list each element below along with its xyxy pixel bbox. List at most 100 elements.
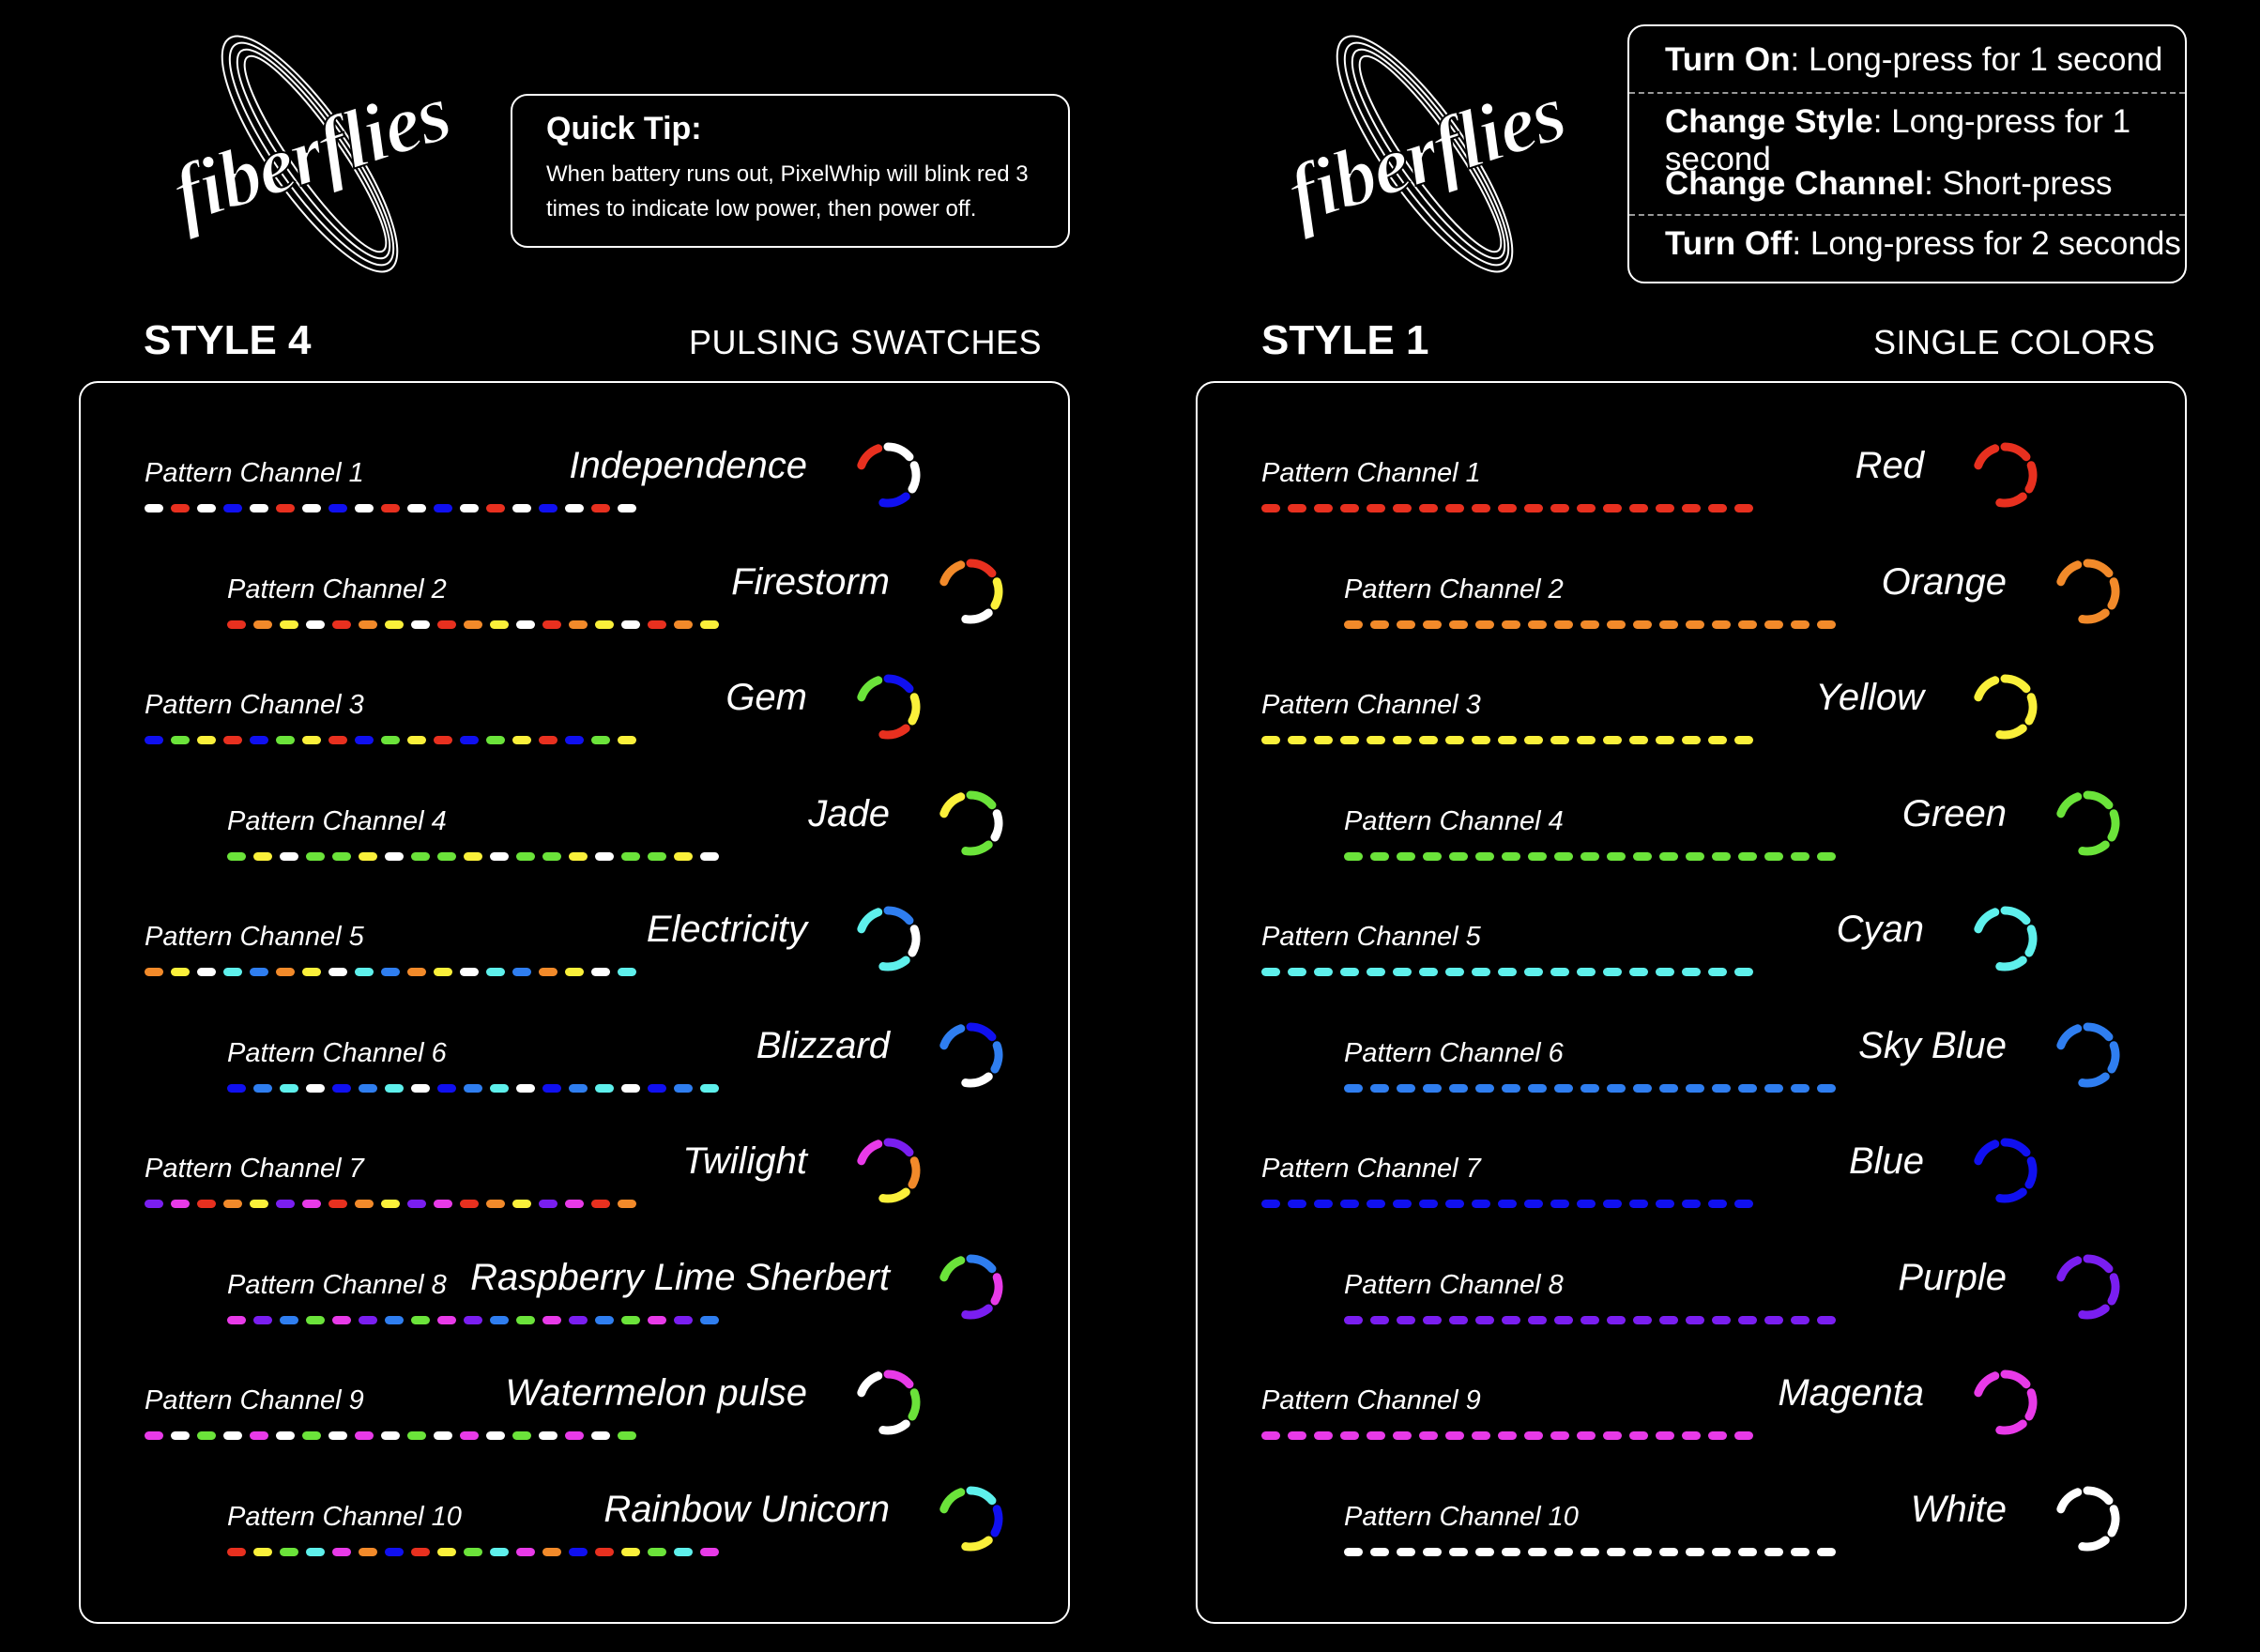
led-dash (1475, 1315, 1494, 1324)
led-dash (490, 620, 509, 629)
led-dash (280, 1547, 298, 1556)
led-strip-graphic (1261, 442, 2038, 512)
led-dash (223, 504, 242, 512)
channel-pattern-name: Purple (1898, 1256, 2007, 1298)
led-dash (1261, 968, 1280, 976)
led-dash (385, 1083, 404, 1093)
led-loop-dash (2107, 1040, 2120, 1073)
led-dash (1629, 736, 1648, 744)
control-turn-off: Turn Off: Long-press for 2 seconds (1665, 225, 2181, 263)
led-loop-dash (2000, 906, 2031, 925)
channel-pattern-name: Magenta (1778, 1372, 1924, 1414)
led-dash (539, 1431, 557, 1440)
led-dash (1708, 1431, 1727, 1440)
led-dash (674, 851, 693, 861)
led-dash (700, 1083, 719, 1093)
led-dash (1603, 1431, 1622, 1440)
led-dash (332, 1315, 351, 1324)
led-dash (223, 1431, 242, 1440)
led-dash (591, 1431, 610, 1440)
led-dash (145, 1200, 163, 1208)
led-dash (1472, 504, 1490, 512)
led-dash (355, 968, 374, 976)
led-dash (674, 620, 693, 629)
led-dash (1659, 1547, 1678, 1556)
led-loop-dash (2078, 1071, 2110, 1087)
led-dash (1712, 851, 1731, 861)
led-dash (595, 851, 614, 861)
led-dash (227, 851, 246, 861)
led-dash (1554, 1315, 1573, 1324)
led-dash (1524, 1431, 1543, 1440)
led-dash (542, 851, 561, 861)
led-dash (253, 1315, 272, 1324)
led-strip-graphic (145, 442, 921, 512)
led-dash (1686, 620, 1704, 629)
led-dash (1397, 1083, 1415, 1093)
led-dash (306, 620, 325, 629)
led-loop-dash (2024, 1388, 2038, 1421)
led-dash (253, 620, 272, 629)
led-dash (1445, 504, 1464, 512)
led-dash (197, 736, 216, 744)
led-loop-dash (939, 791, 966, 818)
channel-pattern-name: White (1910, 1488, 2007, 1530)
led-dash (250, 504, 268, 512)
led-dash (1502, 620, 1520, 629)
led-dash (276, 504, 295, 512)
led-dash (1550, 736, 1569, 744)
led-loop-dash (2024, 1156, 2038, 1189)
led-dash (621, 1547, 640, 1556)
led-dash (1423, 851, 1442, 861)
led-dash (355, 504, 374, 512)
led-dash (223, 968, 242, 976)
led-dash (1656, 1431, 1674, 1440)
led-dash (1554, 1547, 1573, 1556)
led-loop-dash (2024, 461, 2038, 494)
led-dash (1314, 736, 1333, 744)
led-dash (1370, 851, 1389, 861)
led-dash (1449, 620, 1468, 629)
led-dash (1550, 1431, 1569, 1440)
led-dash (1633, 851, 1652, 861)
led-dash (332, 1083, 351, 1093)
led-dash (618, 1200, 636, 1208)
led-dash (328, 736, 347, 744)
channel-pattern-name: Electricity (646, 909, 807, 950)
led-dash (539, 968, 557, 976)
led-dash (276, 736, 295, 744)
led-dash (1686, 851, 1704, 861)
led-dash (1554, 620, 1573, 629)
led-dash (276, 968, 295, 976)
led-loop-dash (878, 956, 910, 971)
led-dash (1288, 504, 1306, 512)
led-dash (434, 968, 452, 976)
led-loop-dash (2078, 607, 2110, 623)
led-dash (539, 1200, 557, 1208)
led-dash (1528, 1547, 1547, 1556)
led-dash (302, 736, 321, 744)
led-dash (1498, 1431, 1517, 1440)
led-dash (276, 1200, 295, 1208)
led-dash (512, 968, 531, 976)
led-dash (1682, 1431, 1701, 1440)
led-dash (1577, 1431, 1596, 1440)
led-dash (1502, 1547, 1520, 1556)
led-dash (1734, 1200, 1753, 1208)
led-dash (1708, 504, 1727, 512)
quick-tip-box: Quick Tip: When battery runs out, PixelW… (511, 94, 1070, 248)
led-loop-dash (878, 724, 910, 740)
led-dash (1498, 1200, 1517, 1208)
led-dash (1502, 1083, 1520, 1093)
led-dash (1817, 1315, 1836, 1324)
led-dash (1738, 1315, 1757, 1324)
led-dash (674, 1547, 693, 1556)
led-dash (306, 851, 325, 861)
led-loop-dash (908, 925, 921, 957)
led-dash (1419, 968, 1438, 976)
led-dash (1686, 1547, 1704, 1556)
